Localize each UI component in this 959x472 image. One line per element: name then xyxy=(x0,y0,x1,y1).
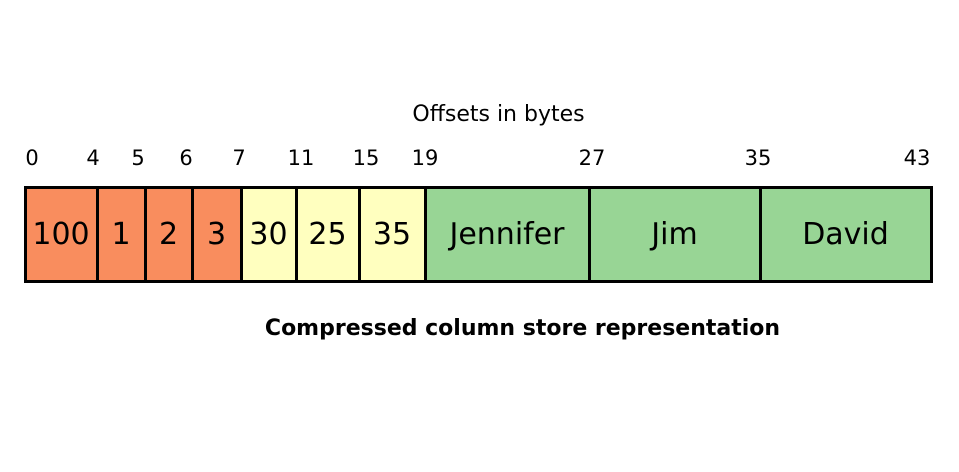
cell-label: 2 xyxy=(158,217,179,252)
offset-tick: 35 xyxy=(744,146,772,170)
cell-name: Jim xyxy=(587,186,762,283)
cell-name: David xyxy=(758,186,933,283)
offsets-title: Offsets in bytes xyxy=(412,102,585,127)
cell-label: 100 xyxy=(32,217,90,252)
offset-tick: 15 xyxy=(352,146,380,170)
cell-label: 3 xyxy=(206,217,227,252)
offset-tick: 4 xyxy=(86,146,100,170)
offset-tick: 43 xyxy=(903,146,931,170)
offset-tick: 6 xyxy=(179,146,193,170)
cell-id: 100 xyxy=(23,186,99,283)
offset-tick: 7 xyxy=(232,146,246,170)
cell-label: David xyxy=(802,217,889,252)
cell-age: 35 xyxy=(357,186,427,283)
cell-id: 3 xyxy=(190,186,243,283)
cell-label: 35 xyxy=(372,217,412,252)
cell-id: 2 xyxy=(143,186,194,283)
offset-tick: 0 xyxy=(25,146,39,170)
cell-label: Jennifer xyxy=(449,217,565,252)
cell-label: 30 xyxy=(249,217,288,252)
offset-tick: 11 xyxy=(287,146,315,170)
offset-tick: 5 xyxy=(131,146,145,170)
cell-label: 1 xyxy=(111,217,131,252)
cell-name: Jennifer xyxy=(423,186,591,283)
offset-tick: 27 xyxy=(578,146,606,170)
offset-tick: 19 xyxy=(411,146,439,170)
diagram-caption: Compressed column store representation xyxy=(264,316,781,341)
cell-age: 30 xyxy=(239,186,298,283)
cell-label: 25 xyxy=(308,217,347,252)
cell-id: 1 xyxy=(95,186,147,283)
cell-age: 25 xyxy=(294,186,361,283)
cell-label: Jim xyxy=(651,217,698,252)
